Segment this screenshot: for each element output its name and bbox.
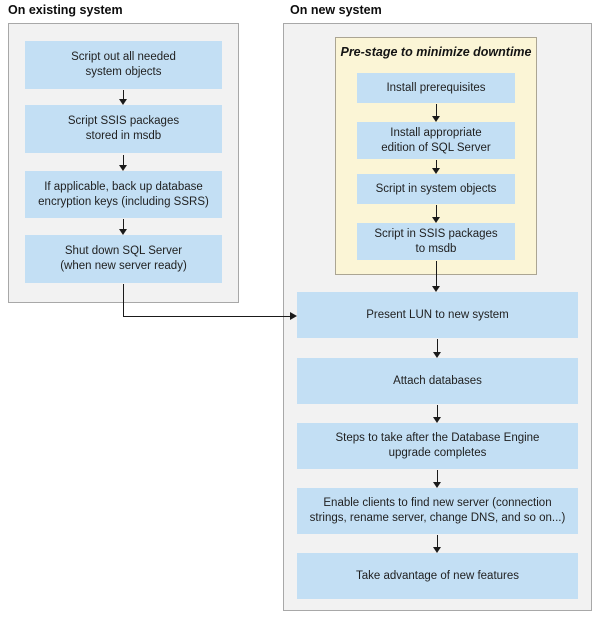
step-script-ssis-packages: Script SSIS packages stored in msdb [25, 105, 222, 153]
down-arrow [119, 90, 127, 105]
cross-column-connector-arrowhead [290, 312, 297, 320]
step-script-in-system-objects: Script in system objects [357, 174, 515, 204]
step-post-upgrade-steps: Steps to take after the Database Engine … [297, 423, 578, 469]
step-attach-databases: Attach databases [297, 358, 578, 404]
step-present-lun: Present LUN to new system [297, 292, 578, 338]
down-arrow [433, 405, 441, 423]
step-script-out-system-objects: Script out all needed system objects [25, 41, 222, 89]
cross-column-connector-vertical [123, 284, 124, 317]
step-enable-clients: Enable clients to find new server (conne… [297, 488, 578, 534]
new-system-header: On new system [290, 3, 382, 17]
step-script-in-ssis-packages: Script in SSIS packages to msdb [357, 223, 515, 260]
down-arrow [433, 535, 441, 553]
down-arrow [119, 219, 127, 235]
step-backup-encryption-keys: If applicable, back up database encrypti… [25, 171, 222, 218]
step-shutdown-sql-server: Shut down SQL Server (when new server re… [25, 235, 222, 283]
down-arrow [432, 261, 440, 292]
existing-system-header: On existing system [8, 3, 123, 17]
prestage-title: Pre-stage to minimize downtime [340, 45, 532, 59]
step-install-sql-server-edition: Install appropriate edition of SQL Serve… [357, 122, 515, 159]
down-arrow [433, 470, 441, 488]
down-arrow [432, 205, 440, 223]
cross-column-connector-horizontal [123, 316, 291, 317]
down-arrow [119, 155, 127, 171]
step-take-advantage-new-features: Take advantage of new features [297, 553, 578, 599]
down-arrow [432, 104, 440, 122]
step-install-prerequisites: Install prerequisites [357, 73, 515, 103]
down-arrow [433, 339, 441, 358]
down-arrow [432, 160, 440, 174]
